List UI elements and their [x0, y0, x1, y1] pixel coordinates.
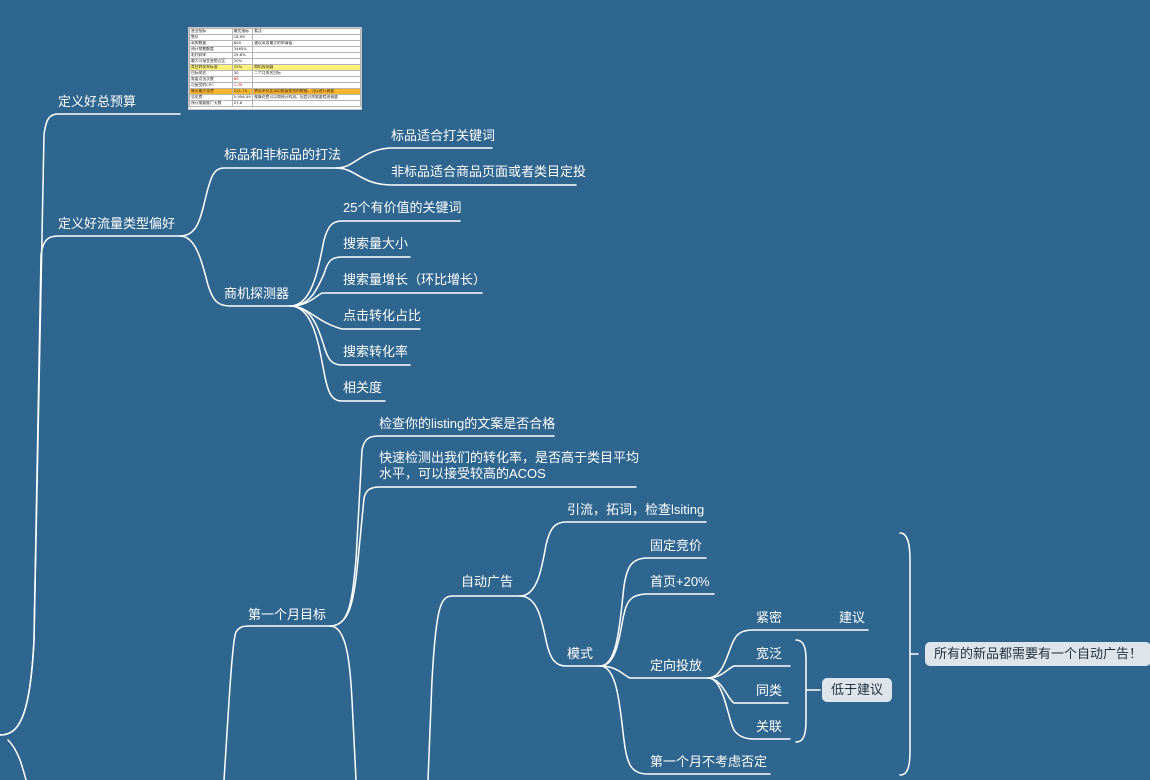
node-auto-ads[interactable]: 自动广告: [461, 574, 514, 589]
connector-search-volume: [289, 256, 411, 307]
node-complements[interactable]: 关联: [756, 719, 783, 734]
node-top-of-page[interactable]: 首页+20%: [650, 574, 710, 589]
connector-std-keywords: [335, 147, 493, 169]
node-traffic-preference[interactable]: 定义好流量类型偏好: [58, 216, 176, 231]
node-standard-vs-nonstandard[interactable]: 标品和非标品的打法: [224, 147, 342, 162]
connector-traffic-pref: [0, 235, 181, 736]
node-listing-copy-check[interactable]: 检查你的listing的文案是否合格: [379, 416, 556, 431]
callout-all-new-products-need-auto-ad[interactable]: 所有的新品都需要有一个自动广告！: [925, 642, 1150, 666]
connector-close-match: [707, 629, 869, 679]
node-loose-match[interactable]: 宽泛: [756, 646, 783, 661]
budget-table-cell-value: 5,956.49: [231, 94, 254, 101]
node-search-conversion-rate[interactable]: 搜索转化率: [343, 344, 409, 359]
node-standard-keywords[interactable]: 标品适合打关键词: [391, 128, 496, 143]
connector-mode: [519, 595, 601, 667]
node-substitutes[interactable]: 同类: [756, 683, 783, 698]
connector-relevance: [289, 305, 386, 402]
node-search-volume[interactable]: 搜索量大小: [343, 236, 409, 251]
connector-fixed-bid: [599, 557, 707, 667]
node-opportunity-explorer[interactable]: 商机探测器: [224, 286, 290, 301]
node-first-month-goal[interactable]: 第一个月目标: [248, 607, 327, 622]
connector-auto-ads: [329, 625, 357, 780]
node-nonstandard-targeting[interactable]: 非标品适合商品页面或者类目定投: [391, 164, 587, 179]
connector-no-negation: [599, 665, 771, 775]
connector-loose-match: [707, 665, 791, 679]
node-search-growth[interactable]: 搜索量增长（环比增长）: [343, 272, 487, 287]
node-fixed-bid[interactable]: 固定竞价: [650, 538, 703, 553]
node-relevance[interactable]: 相关度: [343, 380, 383, 395]
node-targeting[interactable]: 定向投放: [650, 658, 703, 673]
node-conversion-check[interactable]: 快速检测出我们的转化率，是否高于类目平均水平，可以接受较高的ACOS: [379, 450, 640, 481]
connector-auto-purpose: [519, 521, 707, 597]
budget-table-cell-label: 预计需要推广天数: [189, 100, 233, 107]
connector-first-month: [0, 0, 34, 735]
connector-opportunity: [179, 235, 291, 307]
connector-std-nonstd: [179, 167, 337, 237]
connector-complements: [707, 677, 791, 740]
connector-kw25: [289, 220, 461, 307]
connector-first-month-main: [223, 625, 331, 780]
connector-conversion-check: [329, 486, 637, 627]
node-mode[interactable]: 模式: [567, 646, 594, 661]
bracket-below-suggested: [795, 639, 807, 743]
node-no-negation-first-month[interactable]: 第一个月不考虑否定: [650, 754, 768, 769]
connector-lower-branch: [7, 739, 27, 780]
node-close-match[interactable]: 紧密: [756, 610, 783, 625]
connector-top-page: [599, 593, 715, 667]
budget-table-cell-note: [252, 100, 361, 107]
callout-below-suggested[interactable]: 低于建议: [822, 678, 893, 702]
node-auto-ads-purpose[interactable]: 引流，拓词，检查lsiting: [567, 502, 705, 517]
connector-search-growth: [289, 292, 483, 307]
node-click-conversion-share[interactable]: 点击转化占比: [343, 308, 422, 323]
connector-targeting: [599, 665, 709, 679]
connector-search-conv: [289, 305, 411, 366]
connector-auto-ads-node: [427, 595, 521, 780]
connector-nonstd-targeting: [335, 167, 577, 186]
bracket-all-new-products: [899, 532, 911, 776]
node-25-keywords[interactable]: 25个有价值的关键词: [343, 200, 462, 215]
connector-budget: [0, 113, 181, 736]
node-suggested-bid[interactable]: 建议: [839, 610, 866, 625]
budget-table-cell-value: 27.6: [231, 100, 254, 107]
node-define-budget[interactable]: 定义好总预算: [58, 94, 137, 109]
